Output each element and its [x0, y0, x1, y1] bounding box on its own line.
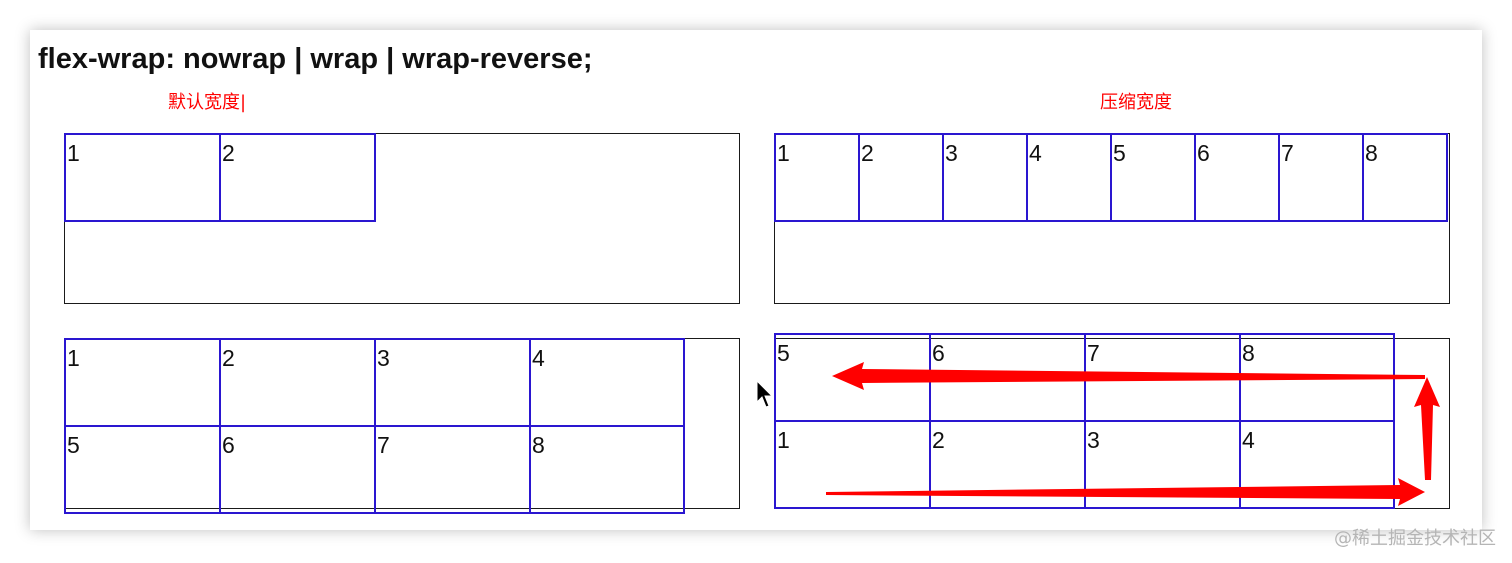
flex-item: 3: [942, 133, 1028, 222]
flex-item: 5: [1110, 133, 1196, 222]
flex-item: 8: [1239, 333, 1395, 422]
flex-item: 7: [374, 425, 531, 514]
flex-item: 1: [64, 133, 221, 222]
flex-item: 1: [774, 420, 931, 509]
caption-default-width: 默认宽度|: [168, 92, 247, 113]
page-title: flex-wrap: nowrap | wrap | wrap-reverse;: [38, 43, 593, 75]
flex-item: 4: [1239, 420, 1395, 509]
flex-item: 3: [1084, 420, 1241, 509]
mouse-cursor-icon: [756, 380, 774, 408]
flex-item: 2: [219, 133, 376, 222]
flex-item: 6: [929, 333, 1086, 422]
flex-item: 5: [64, 425, 221, 514]
flex-item: 3: [374, 338, 531, 427]
flex-item: 2: [929, 420, 1086, 509]
flex-item: 4: [1026, 133, 1112, 222]
caption-compressed-width: 压缩宽度: [1100, 92, 1172, 113]
flex-item: 2: [858, 133, 944, 222]
flex-item: 6: [219, 425, 376, 514]
watermark: @稀土掘金技术社区: [1334, 528, 1496, 549]
flex-item: 6: [1194, 133, 1280, 222]
flex-item: 1: [774, 133, 860, 222]
flex-item: 8: [529, 425, 685, 514]
flex-item: 4: [529, 338, 685, 427]
flex-item: 5: [774, 333, 931, 422]
flex-item: 2: [219, 338, 376, 427]
flex-item: 1: [64, 338, 221, 427]
flex-item: 8: [1362, 133, 1448, 222]
flex-item: 7: [1084, 333, 1241, 422]
flex-item: 7: [1278, 133, 1364, 222]
